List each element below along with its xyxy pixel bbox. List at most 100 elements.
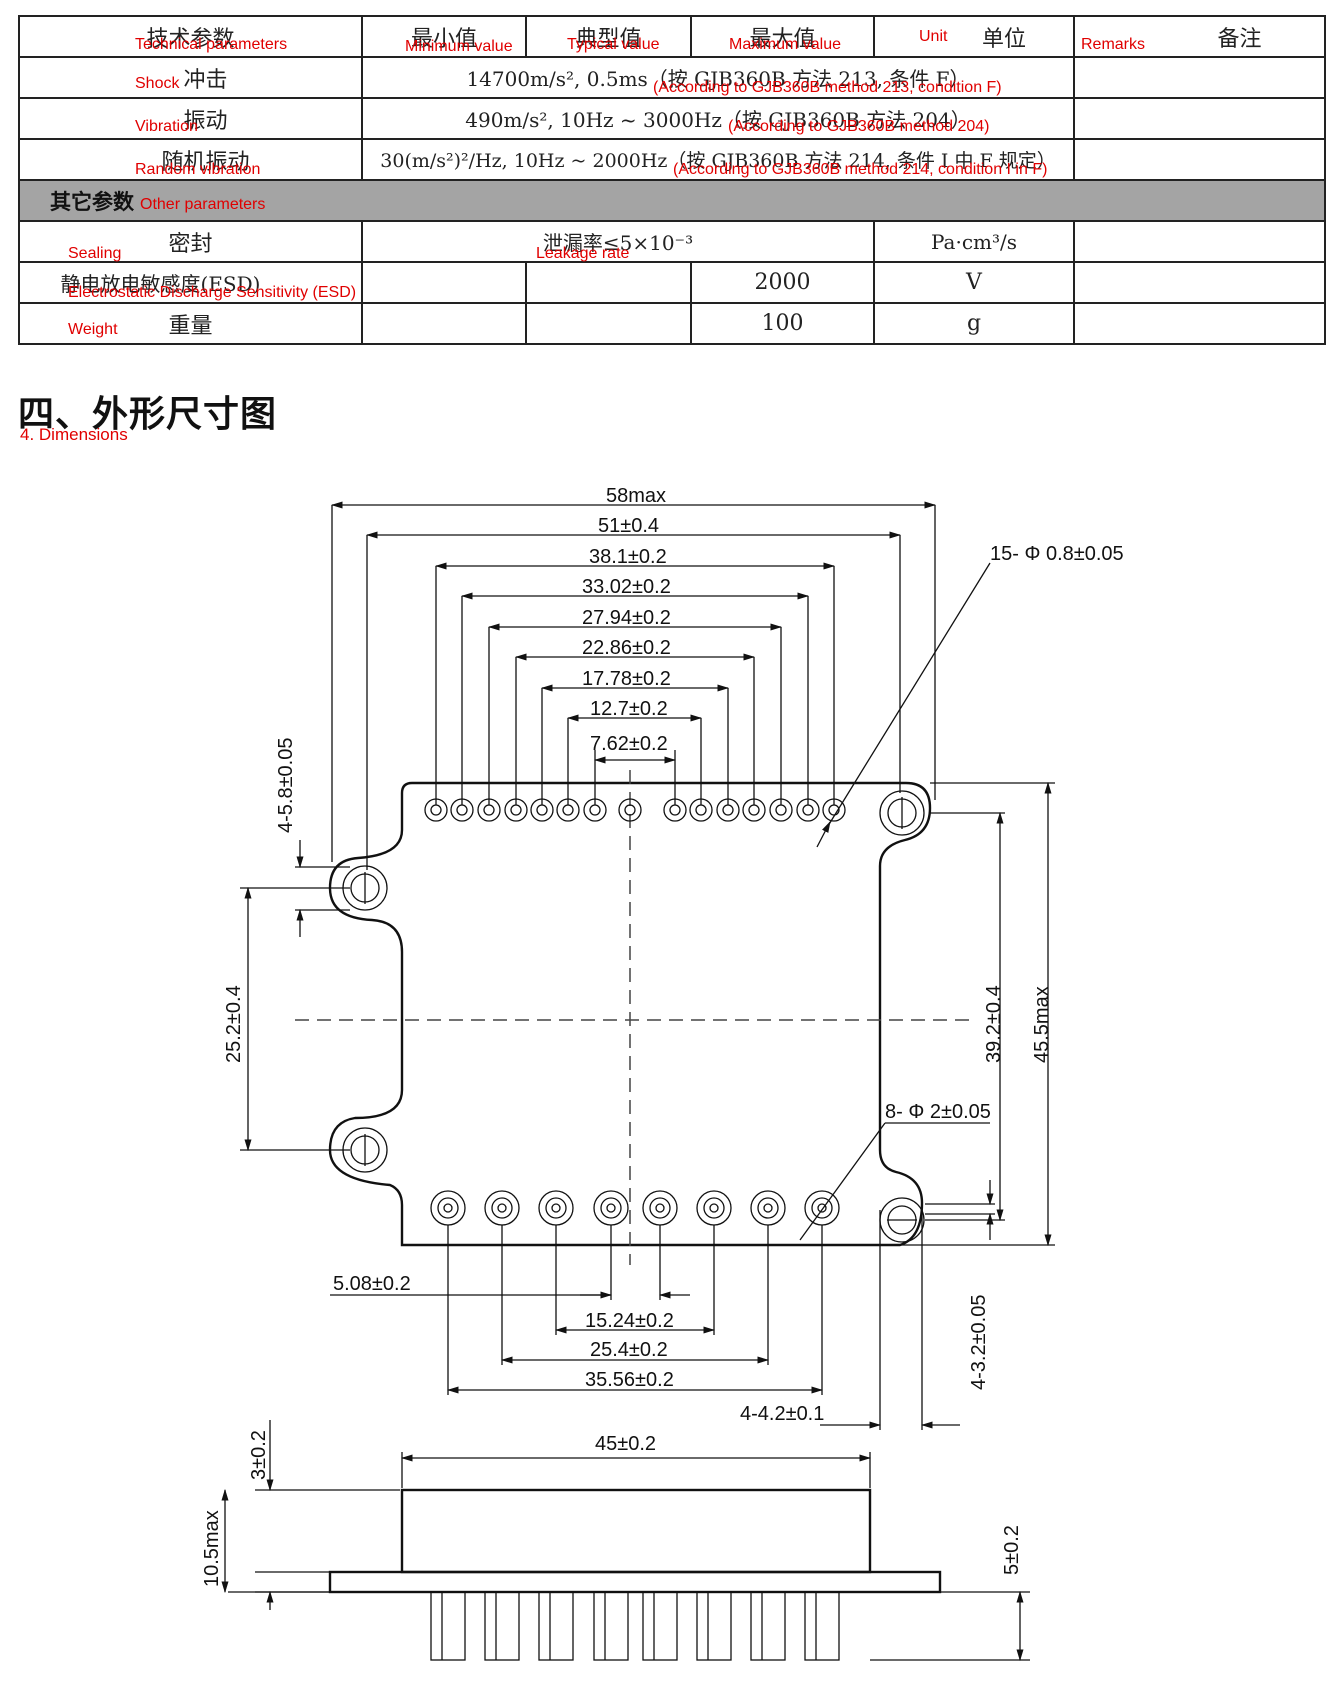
dim-hole-4-2: 4-4.2±0.1 (740, 1403, 824, 1425)
dim-5: 5±0.2 (1001, 1525, 1023, 1575)
pin-bottom (804, 1190, 840, 1226)
dim-25-2: 25.2±0.4 (223, 985, 245, 1063)
dim-25-4: 25.4±0.2 (590, 1339, 668, 1361)
mounting-holes (342, 790, 925, 1243)
pin-bottom-core (606, 1203, 616, 1213)
pin-side (696, 1591, 732, 1661)
pin-bottom-core (497, 1203, 507, 1213)
row-label: 静电放电敏感度(ESD)Electrostatic Discharge Sens… (18, 261, 363, 304)
dim-7-62: 7.62±0.2 (590, 733, 668, 755)
dim-3: 3±0.2 (248, 1430, 270, 1480)
pin-top-core (695, 804, 707, 816)
pin-bottom-core (551, 1203, 561, 1213)
pin-side (593, 1591, 629, 1661)
dim-45: 45±0.2 (595, 1433, 656, 1455)
pin-top-core (430, 804, 442, 816)
top-pins (424, 798, 846, 822)
pin-bottom (750, 1190, 786, 1226)
dim-12-7: 12.7±0.2 (590, 698, 668, 720)
dim-35-56: 35.56±0.2 (585, 1369, 674, 1391)
row-value: 14700m/s², 0.5ms（按 GJB360B 方法 213, 条件 F）… (361, 56, 1075, 99)
pin-top-core (589, 804, 601, 816)
dim-ear-5-8: 4-5.8±0.05 (275, 738, 297, 834)
pin-side (750, 1591, 786, 1661)
pin-top (618, 798, 642, 822)
pin-bottom-core (709, 1203, 719, 1213)
pin-top-core (722, 804, 734, 816)
dim-38-1: 38.1±0.2 (589, 546, 667, 568)
row-typ (525, 302, 692, 345)
pin-top-core (456, 804, 468, 816)
pin-top-core (562, 804, 574, 816)
dim-39-2: 39.2±0.4 (983, 985, 1005, 1063)
dim-17-78: 17.78±0.2 (582, 668, 671, 690)
row-remarks (1073, 261, 1326, 304)
bottom-pins (430, 1190, 840, 1226)
pin-top-core (536, 804, 548, 816)
row-remarks (1073, 56, 1326, 99)
dim-27-94: 27.94±0.2 (582, 607, 671, 629)
row-typ (525, 261, 692, 304)
side-view (221, 1420, 1030, 1662)
pin-bottom (593, 1190, 629, 1226)
body-outline (328, 781, 932, 1247)
pin-bottom-ring (600, 1197, 622, 1219)
pin-top-core (483, 804, 495, 816)
pin-bottom-ring (703, 1197, 725, 1219)
dim-45-5max: 45.5max (1031, 986, 1053, 1063)
pin-bottom-ring (811, 1197, 833, 1219)
pin-bottom (538, 1190, 574, 1226)
dim-51: 51±0.4 (598, 515, 659, 537)
dim-5-08: 5.08±0.2 (333, 1273, 411, 1295)
dim-22-86: 22.86±0.2 (582, 637, 671, 659)
pin-bottom-core (655, 1203, 665, 1213)
pin-bottom (430, 1190, 466, 1226)
pin-bottom-ring (545, 1197, 567, 1219)
pin15-leader (827, 562, 991, 827)
pin-side (484, 1591, 520, 1661)
pin-bottom-core (763, 1203, 773, 1213)
pin-top-core (669, 804, 681, 816)
top-dimension-lines (330, 501, 937, 870)
row-value: 490m/s², 10Hz ~ 3000Hz（按 GJB360B 方法 204）… (361, 97, 1075, 140)
pin-side (538, 1591, 574, 1661)
dim-58max: 58max (606, 485, 666, 507)
pin-top-core (510, 804, 522, 816)
row-unit: V (873, 261, 1075, 304)
pin-bottom-core (443, 1203, 453, 1213)
row-max: 100 (690, 302, 875, 345)
row-remarks (1073, 138, 1326, 181)
dim-15-pins: 15- Φ 0.8±0.05 (990, 543, 1124, 565)
pin-bottom-ring (649, 1197, 671, 1219)
pin-bottom-core (817, 1203, 827, 1213)
pin-top-core (802, 804, 814, 816)
row-max: 2000 (690, 261, 875, 304)
pin-bottom-ring (757, 1197, 779, 1219)
dim-8-pins: 8- Φ 2±0.05 (885, 1101, 991, 1123)
dim-33-02: 33.02±0.2 (582, 576, 671, 598)
pin-side (642, 1591, 678, 1661)
row-remarks (1073, 97, 1326, 140)
row-unit: Pa·cm³/s (873, 220, 1075, 263)
pin-side (804, 1591, 840, 1661)
dimension-drawing: 58max 51±0.4 38.1±0.2 33.02±0.2 27.94±0.… (201, 485, 1124, 1662)
pin-bottom-ring (491, 1197, 513, 1219)
dim-15-24: 15.24±0.2 (585, 1310, 674, 1332)
dimensions-heading-en: 4. Dimensions (20, 425, 128, 444)
pin-bottom (484, 1190, 520, 1226)
